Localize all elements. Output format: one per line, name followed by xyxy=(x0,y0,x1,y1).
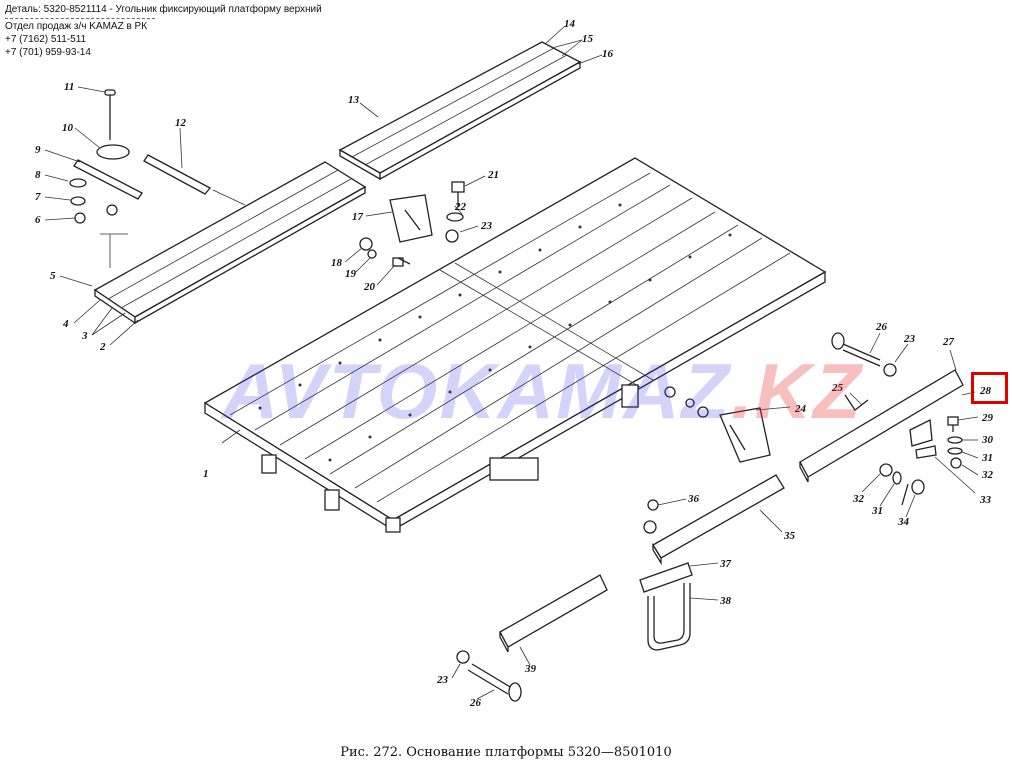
sales-department: Отдел продаж з/ч KAMAZ в РК xyxy=(5,21,148,32)
callout-21: 21 xyxy=(487,169,499,181)
callout-33: 33 xyxy=(979,494,992,506)
callout-29: 29 xyxy=(981,412,994,424)
leader-lines xyxy=(44,25,979,700)
callout-31-lower: 31 xyxy=(871,505,883,517)
phone-2: +7 (701) 959-93-14 xyxy=(5,47,91,58)
callout-16: 16 xyxy=(602,48,614,60)
callout-23-upper: 23 xyxy=(480,220,493,232)
bracket-assembly-upper xyxy=(359,181,465,267)
callout-6: 6 xyxy=(35,214,41,226)
callout-11: 11 xyxy=(64,81,74,93)
detail-title: Деталь: 5320-8521114 - Угольник фиксирую… xyxy=(5,4,322,15)
callout-19: 19 xyxy=(345,268,357,280)
callout-38: 38 xyxy=(719,595,732,607)
callout-18: 18 xyxy=(331,257,343,269)
phone-1: +7 (7162) 511-511 xyxy=(5,34,87,45)
bolt-upper-right xyxy=(831,332,897,377)
callout-26-upper: 26 xyxy=(875,321,888,333)
callout-37: 37 xyxy=(719,558,732,570)
callout-25: 25 xyxy=(831,382,844,394)
fasteners-right xyxy=(879,416,963,506)
callout-31-right: 31 xyxy=(981,452,993,464)
side-board-top xyxy=(338,41,582,181)
header-divider xyxy=(5,18,155,19)
callout-20: 20 xyxy=(363,281,376,293)
u-bolt xyxy=(639,562,693,651)
callout-7: 7 xyxy=(35,191,41,203)
callout-14: 14 xyxy=(564,18,576,30)
figure-caption: Рис. 272. Основание платформы 5320—85010… xyxy=(340,745,672,760)
side-board-left xyxy=(93,161,367,325)
callout-39: 39 xyxy=(524,663,537,675)
callout-12: 12 xyxy=(175,117,187,129)
beam-39 xyxy=(456,574,608,702)
callout-8: 8 xyxy=(35,169,41,181)
callout-labels: 11 10 12 9 8 7 6 5 4 3 2 13 14 15 16 17 … xyxy=(35,18,994,709)
bracket-right xyxy=(664,386,771,463)
header-info: Деталь: 5320-8521114 - Угольник фиксирую… xyxy=(5,3,322,59)
beam-27 xyxy=(799,369,964,483)
highlight-box-part-28 xyxy=(971,372,1008,404)
callout-23-right: 23 xyxy=(903,333,916,345)
callout-34: 34 xyxy=(897,516,910,528)
callout-2: 2 xyxy=(99,341,106,353)
callout-10: 10 xyxy=(62,122,74,134)
callout-22: 22 xyxy=(454,201,467,213)
platform-base xyxy=(203,157,827,533)
callout-15: 15 xyxy=(582,33,594,45)
callout-13: 13 xyxy=(348,94,360,106)
callout-36: 36 xyxy=(687,493,700,505)
callout-32-right: 32 xyxy=(981,469,994,481)
callout-23-lower: 23 xyxy=(436,674,449,686)
callout-4: 4 xyxy=(62,318,69,330)
callout-30: 30 xyxy=(981,434,994,446)
callout-5: 5 xyxy=(50,270,56,282)
callout-27: 27 xyxy=(942,336,955,348)
callout-26-lower: 26 xyxy=(469,697,482,709)
beam-35 xyxy=(643,474,785,566)
callout-35: 35 xyxy=(783,530,796,542)
callout-24: 24 xyxy=(794,403,807,415)
fasteners-upper-left xyxy=(69,89,246,268)
callout-28: 28 xyxy=(979,385,992,397)
callout-1: 1 xyxy=(203,468,209,480)
callout-32-lower: 32 xyxy=(852,493,865,505)
callout-3: 3 xyxy=(81,330,88,342)
callout-9: 9 xyxy=(35,144,41,156)
callout-17: 17 xyxy=(352,211,364,223)
